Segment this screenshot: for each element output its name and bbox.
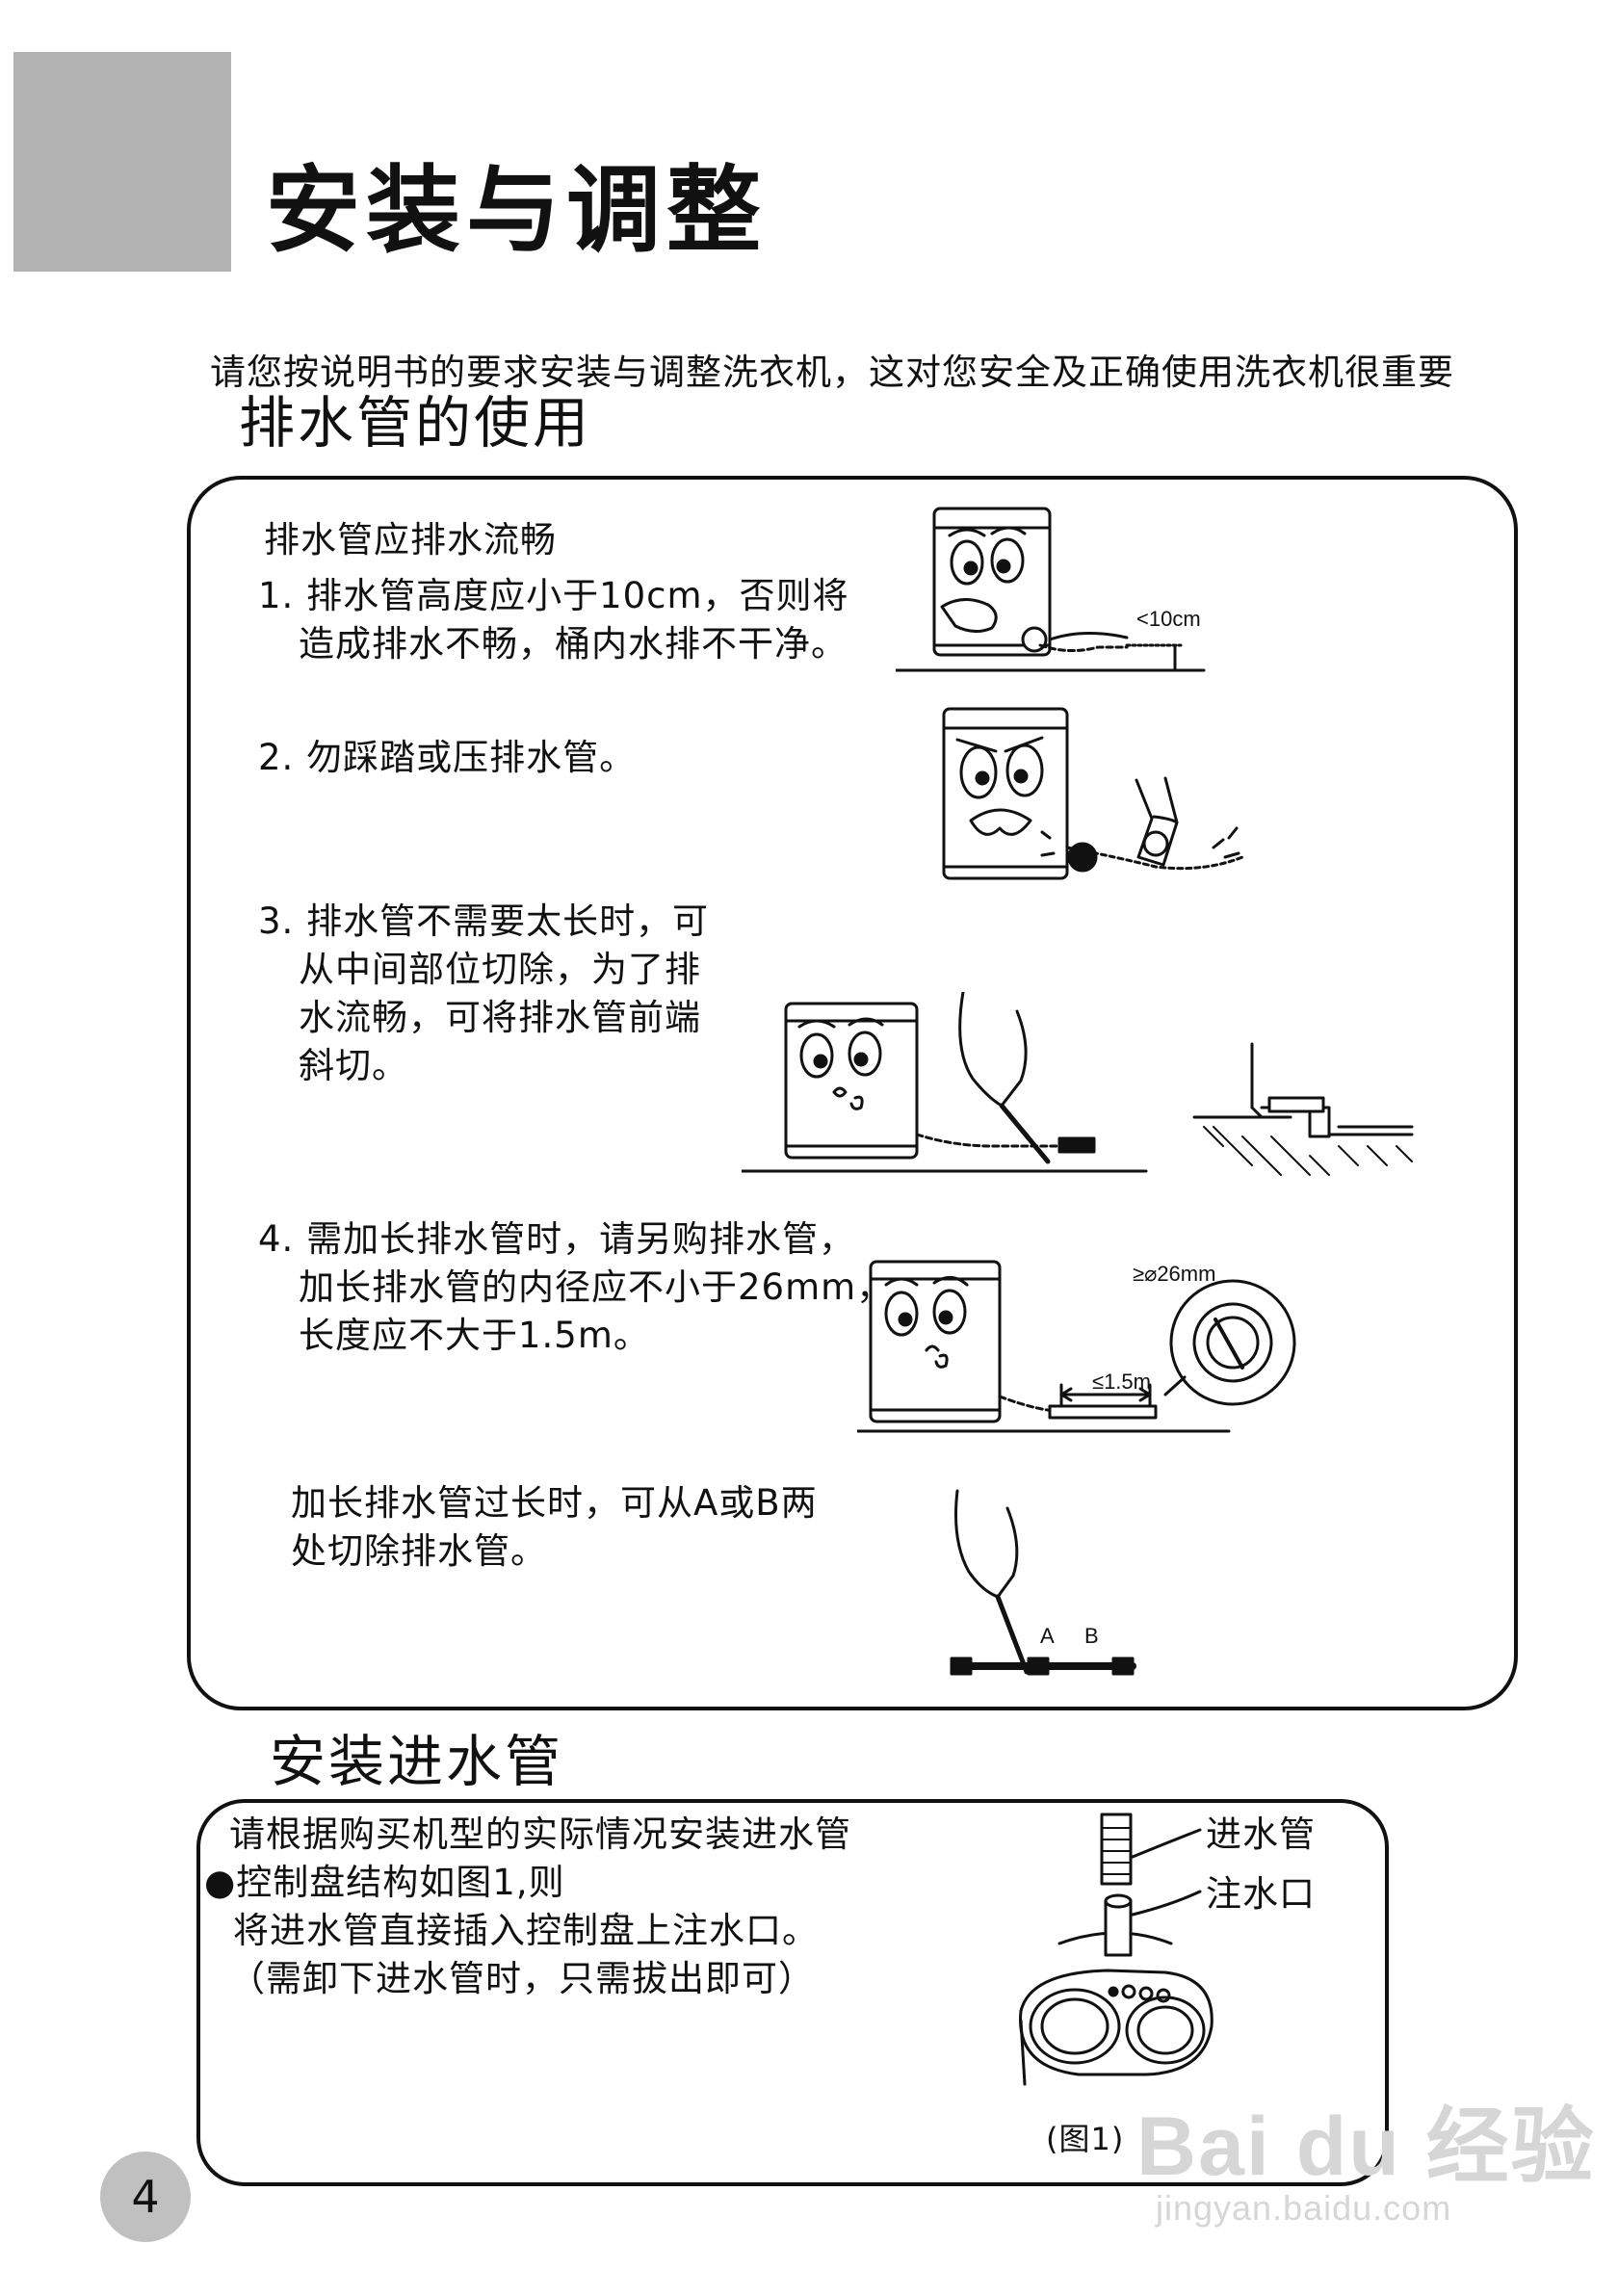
cut-label-b: B <box>1084 1624 1099 1648</box>
drain-item-1: 1. 排水管高度应小于10cm，否则将 造成排水不畅，桶内水排不干净。 <box>258 572 849 668</box>
drain-extra-note: 加长排水管过长时，可从A或B两 处切除排水管。 <box>291 1479 818 1576</box>
header-gray-block <box>13 52 231 272</box>
drain-item-3: 3. 排水管不需要太长时，可 从中间部位切除，为了排 水流畅，可将排水管前端 斜… <box>258 898 709 1090</box>
diameter-label: ≥⌀26mm <box>1133 1262 1216 1286</box>
drain-item-2-line-1: 2. 勿踩踏或压排水管。 <box>258 737 637 778</box>
inlet-panel <box>196 1799 1389 2186</box>
drain-item-3-line-1: 3. 排水管不需要太长时，可 <box>258 900 710 942</box>
inlet-hose-label: 进水管 <box>1206 1813 1316 1855</box>
drain-item-3-line-4: 斜切。 <box>299 1045 408 1086</box>
drain-item-4-line-3: 长度应不大于1.5m。 <box>299 1315 650 1356</box>
baidu-watermark: Bai du 经验 jingyan.baidu.com <box>1136 2105 1596 2229</box>
inlet-line-3: 将进水管直接插入控制盘上注水口。 <box>233 1910 819 1951</box>
intro-text: 请您按说明书的要求安装与调整洗衣机，这对您安全及正确使用洗衣机很重要 <box>210 352 1454 393</box>
cut-label-a: A <box>1040 1624 1055 1648</box>
drain-item-1-line-1: 1. 排水管高度应小于10cm，否则将 <box>258 575 849 616</box>
drain-extra-line-2: 处切除排水管。 <box>291 1530 547 1572</box>
inlet-section-title: 安装进水管 <box>270 1729 564 1794</box>
washer-cut-illustration <box>742 992 1148 1173</box>
drain-item-4: 4. 需加长排水管时，请另购排水管， 加长排水管的内径应不小于26mm， 长度应… <box>258 1215 893 1360</box>
washer-height-illustration: <10cm <box>896 507 1206 672</box>
drain-item-4-line-1: 4. 需加长排水管时，请另购排水管， <box>258 1218 856 1260</box>
drain-item-3-line-3: 水流畅，可将排水管前端 <box>299 997 701 1038</box>
watermark-url: jingyan.baidu.com <box>1156 2188 1452 2228</box>
inlet-line-1: 请根据购买机型的实际情况安装进水管 <box>229 1813 851 1855</box>
page-title: 安装与调整 <box>266 156 768 266</box>
height-label: <10cm <box>1136 607 1201 631</box>
drain-subheading: 排水管应排水流畅 <box>264 519 557 561</box>
watermark-brand: Bai du 经验 <box>1136 2100 1596 2193</box>
washer-stepping-illustration <box>942 707 1244 880</box>
drain-item-4-line-2: 加长排水管的内径应不小于26mm， <box>299 1266 894 1308</box>
hose-cut-ab-illustration: A B <box>950 1489 1136 1676</box>
drain-outlet-illustration <box>1192 1042 1414 1176</box>
drain-item-3-line-2: 从中间部位切除，为了排 <box>299 949 701 990</box>
figure-caption: (图1) <box>1046 2121 1125 2157</box>
drain-extra-line-1: 加长排水管过长时，可从A或B两 <box>291 1482 818 1524</box>
inlet-line-4: （需卸下进水管时，只需拔出即可） <box>229 1958 815 1999</box>
drain-item-1-line-2: 造成排水不畅，桶内水排不干净。 <box>299 623 848 665</box>
drain-item-2: 2. 勿踩踏或压排水管。 <box>258 734 636 782</box>
drain-panel <box>187 476 1518 1710</box>
control-panel-illustration <box>1019 1813 1214 2086</box>
washer-extension-illustration: ≤1.5m <box>857 1260 1296 1433</box>
inlet-port-label: 注水口 <box>1206 1873 1316 1915</box>
length-label: ≤1.5m <box>1092 1370 1151 1394</box>
inlet-text-block: 请根据购买机型的实际情况安装进水管 ●控制盘结构如图1,则 将进水管直接插入控制… <box>204 1811 851 2003</box>
inlet-line-2: ●控制盘结构如图1,则 <box>204 1862 565 1903</box>
page-number: 4 <box>100 2152 191 2242</box>
drain-section-title: 排水管的使用 <box>239 390 592 456</box>
